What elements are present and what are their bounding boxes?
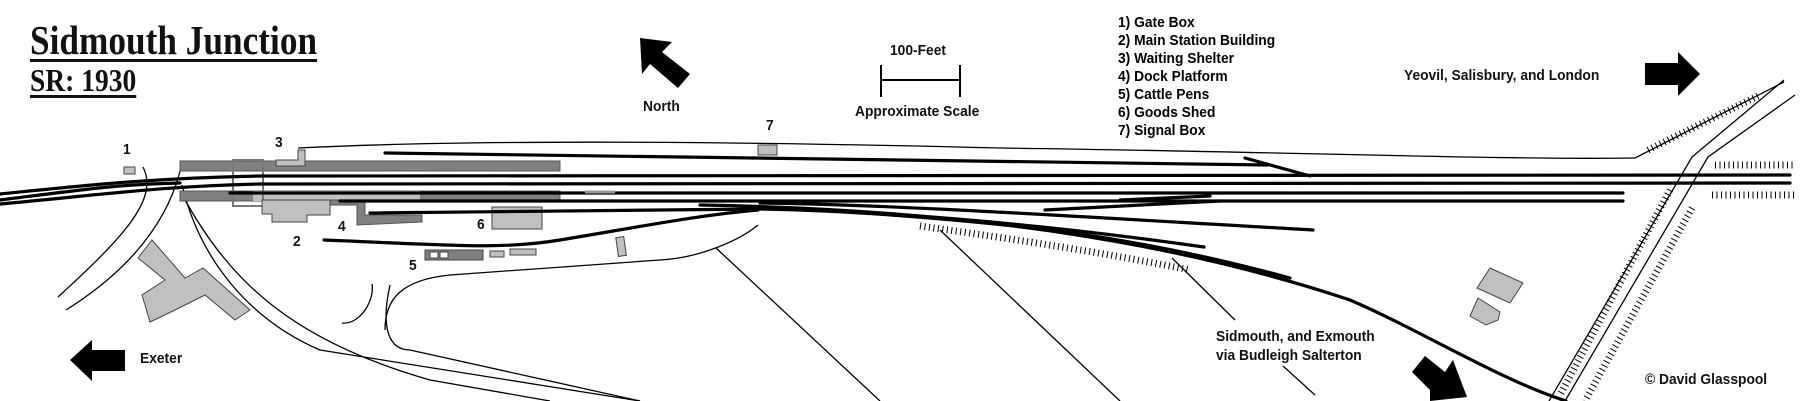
exeter-arrow-icon: [70, 340, 125, 381]
legend-item: 3) Waiting Shelter: [1118, 50, 1235, 67]
copyright: © David Glasspool: [1645, 371, 1768, 388]
up-siding: [383, 151, 1312, 178]
legend-item: 2) Main Station Building: [1118, 32, 1276, 49]
tracks: [0, 151, 1792, 401]
down-main-track: [0, 181, 1792, 206]
legend-item: 1) Gate Box: [1118, 14, 1195, 31]
waiting-shelter: [275, 149, 306, 167]
platform-canopy: [253, 191, 420, 201]
legend-item: 5) Cattle Pens: [1118, 86, 1210, 103]
overbridge-road-2: [1564, 94, 1796, 401]
sidmouth-branch-track: [698, 203, 1568, 401]
field-line-3: [1171, 257, 1236, 321]
marker-2: 2: [293, 233, 301, 250]
road-main-1: [181, 184, 641, 401]
branch-siding-2: [758, 206, 1206, 249]
boundary-line: [297, 141, 1636, 159]
dock-platform: [329, 199, 423, 226]
page-subtitle: SR: 1930: [30, 62, 137, 98]
up-main-track: [0, 173, 1792, 196]
field-line-1: [715, 247, 881, 401]
field-line-2: [939, 229, 1121, 401]
destination-london: Yeovil, Salisbury, and London: [1404, 67, 1600, 84]
goods-yard-track: [322, 208, 760, 248]
marker-5: 5: [409, 257, 417, 274]
north-label: North: [643, 98, 680, 115]
embankment-hatching: [919, 91, 1795, 401]
legend-item: 4) Dock Platform: [1118, 68, 1228, 85]
scale-bottom-label: Approximate Scale: [855, 103, 980, 120]
marker-7: 7: [766, 117, 774, 134]
cattle-pens: [424, 249, 484, 261]
scale-bar: [880, 65, 961, 97]
legend: 1) Gate Box 2) Main Station Building 3) …: [1118, 14, 1275, 140]
road-yard-2: [384, 224, 759, 331]
buildings: [123, 144, 1524, 326]
house-east-2: [1469, 297, 1501, 326]
roads: [57, 79, 1796, 401]
marker-3: 3: [275, 134, 283, 151]
gate-box: [123, 166, 136, 175]
destination-sidmouth-line2: via Budleigh Salterton: [1216, 347, 1362, 364]
road-yard-1: [385, 284, 641, 401]
signal-box: [757, 144, 778, 156]
destination-exeter: Exeter: [140, 350, 183, 367]
marker-4: 4: [338, 218, 346, 235]
legend-item: 7) Signal Box: [1118, 122, 1206, 139]
scale-top-label: 100-Feet: [890, 42, 947, 59]
marker-1: 1: [123, 141, 131, 158]
up-platform: [179, 160, 561, 172]
field-line-4: [1282, 365, 1316, 396]
legend-item: 6) Goods Shed: [1118, 104, 1216, 121]
houses-west: [137, 239, 251, 323]
road-main-2: [184, 199, 551, 401]
london-arrow-icon: [1645, 52, 1700, 96]
north-arrow-icon: [640, 38, 690, 88]
house-east-1: [1476, 267, 1524, 304]
sidmouth-arrow-icon: [1412, 356, 1467, 401]
marker-6: 6: [477, 216, 485, 233]
branch-siding-3: [758, 201, 1315, 232]
road-loop: [341, 283, 373, 324]
destination-sidmouth-line1: Sidmouth, and Exmouth: [1216, 328, 1375, 345]
page-title: Sidmouth Junction: [30, 17, 318, 63]
main-station-building: [261, 199, 331, 223]
